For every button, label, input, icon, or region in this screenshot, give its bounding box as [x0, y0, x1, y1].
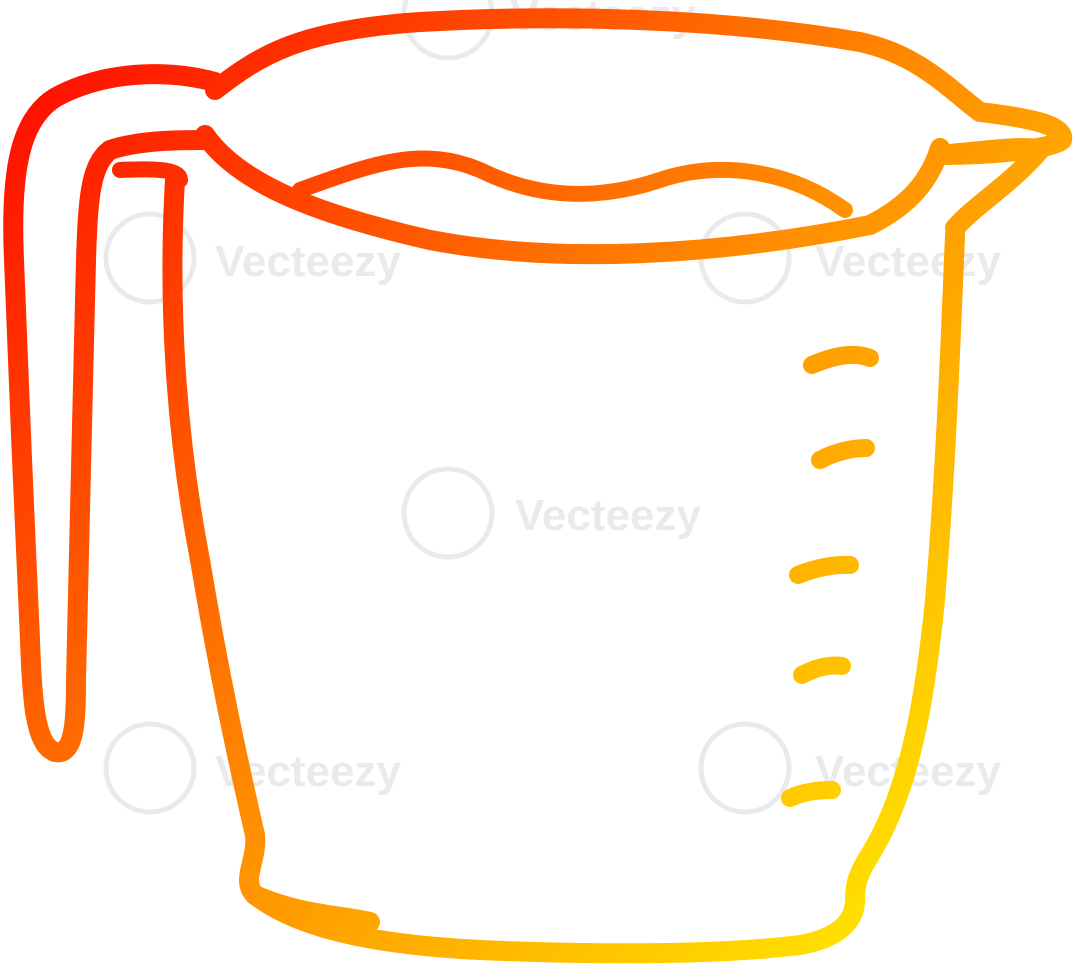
- jug-rim: [205, 8, 1073, 165]
- measure-mark-1: [803, 345, 879, 374]
- jug-base: [245, 885, 865, 964]
- watermark-mid-left: Vecteezy: [103, 211, 401, 305]
- jug-spout: [930, 137, 1050, 238]
- watermark-text: Vecteezy: [815, 237, 1001, 286]
- measure-mark-4: [793, 656, 851, 684]
- liquid-surface: [292, 150, 853, 218]
- watermark-lower-right: Vecteezy: [698, 721, 1001, 815]
- measure-mark-2: [811, 439, 875, 469]
- measure-mark-5: [781, 781, 841, 807]
- jug-body-right: [845, 225, 965, 910]
- jug-body-left: [162, 170, 380, 932]
- jug-lip: [195, 125, 950, 265]
- watermark-text: Vecteezy: [515, 491, 701, 540]
- watermark-text: Vecteezy: [215, 237, 401, 286]
- watermark-group: Vecteezy Vecteezy Vecteezy Vecteezy Vect…: [103, 0, 1001, 815]
- measure-mark-3: [789, 555, 859, 584]
- jug-drawing: [3, 8, 1073, 964]
- handle-outer: [3, 64, 225, 763]
- watermark-center: Vecteezy: [401, 466, 701, 560]
